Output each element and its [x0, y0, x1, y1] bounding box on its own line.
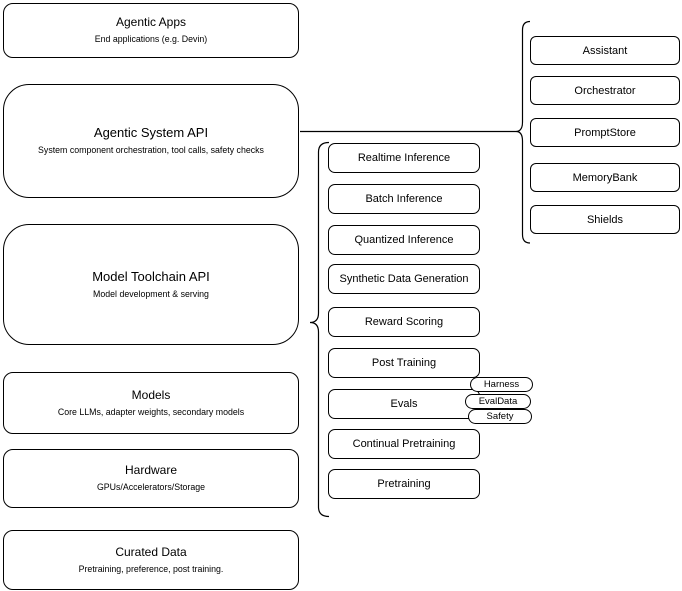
node-subtitle: Core LLMs, adapter weights, secondary mo… [57, 406, 245, 417]
node-subtitle: GPUs/Accelerators/Storage [96, 482, 206, 493]
node-model-toolchain-api: Model Toolchain API Model development & … [3, 224, 299, 345]
node-title: Hardware [124, 463, 178, 478]
pill-label: EvalData [478, 395, 518, 407]
node-title: Model Toolchain API [92, 268, 210, 284]
toolchain-node-synthetic-data-generation: Synthetic Data Generation [328, 264, 480, 294]
node-label: Quantized Inference [354, 234, 454, 246]
system-node-assistant: Assistant [530, 36, 680, 65]
eval-pill-harness: Harness [470, 377, 533, 392]
toolchain-node-pretraining: Pretraining [328, 469, 480, 499]
node-label: Evals [390, 398, 418, 410]
toolchain-node-batch-inference: Batch Inference [328, 184, 480, 214]
node-title: Agentic Apps [115, 15, 187, 30]
toolchain-stack-brace [309, 141, 330, 518]
toolchain-node-post-training: Post Training [328, 348, 480, 378]
node-label: Continual Pretraining [352, 438, 456, 450]
system-node-promptstore: PromptStore [530, 118, 680, 147]
node-subtitle: Model development & serving [93, 288, 209, 299]
eval-pill-safety: Safety [468, 409, 532, 424]
node-label: Reward Scoring [364, 316, 444, 328]
node-curated-data: Curated Data Pretraining, preference, po… [3, 530, 299, 590]
system-stack-brace [515, 20, 531, 244]
system-node-memorybank: MemoryBank [530, 163, 680, 192]
node-title: Models [131, 387, 171, 402]
toolchain-node-evals: Evals [328, 389, 480, 419]
pill-label: Safety [486, 410, 514, 422]
node-label: Orchestrator [574, 84, 636, 97]
node-agentic-apps: Agentic Apps End applications (e.g. Devi… [3, 3, 299, 58]
node-hardware: Hardware GPUs/Accelerators/Storage [3, 449, 299, 508]
node-label: Realtime Inference [357, 152, 451, 164]
node-label: Shields [586, 213, 624, 226]
node-models: Models Core LLMs, adapter weights, secon… [3, 372, 299, 434]
node-label: Assistant [582, 44, 628, 57]
toolchain-node-quantized-inference: Quantized Inference [328, 225, 480, 255]
eval-pill-evaldata: EvalData [465, 394, 531, 409]
toolchain-node-reward-scoring: Reward Scoring [328, 307, 480, 337]
node-label: Synthetic Data Generation [339, 273, 469, 285]
node-title: Agentic System API [93, 125, 209, 141]
node-subtitle: Pretraining, preference, post training. [78, 563, 224, 574]
system-node-shields: Shields [530, 205, 680, 234]
pill-label: Harness [483, 378, 520, 390]
node-label: MemoryBank [572, 171, 638, 184]
node-label: PromptStore [574, 126, 636, 139]
node-label: Post Training [371, 357, 437, 369]
system-node-orchestrator: Orchestrator [530, 76, 680, 105]
node-agentic-system-api: Agentic System API System component orch… [3, 84, 299, 198]
node-title: Curated Data [115, 544, 187, 559]
toolchain-node-continual-pretraining: Continual Pretraining [328, 429, 480, 459]
node-subtitle: System component orchestration, tool cal… [38, 145, 264, 156]
node-subtitle: End applications (e.g. Devin) [94, 34, 208, 45]
node-label: Batch Inference [365, 193, 443, 205]
node-label: Pretraining [377, 478, 431, 490]
toolchain-node-realtime-inference: Realtime Inference [328, 143, 480, 173]
